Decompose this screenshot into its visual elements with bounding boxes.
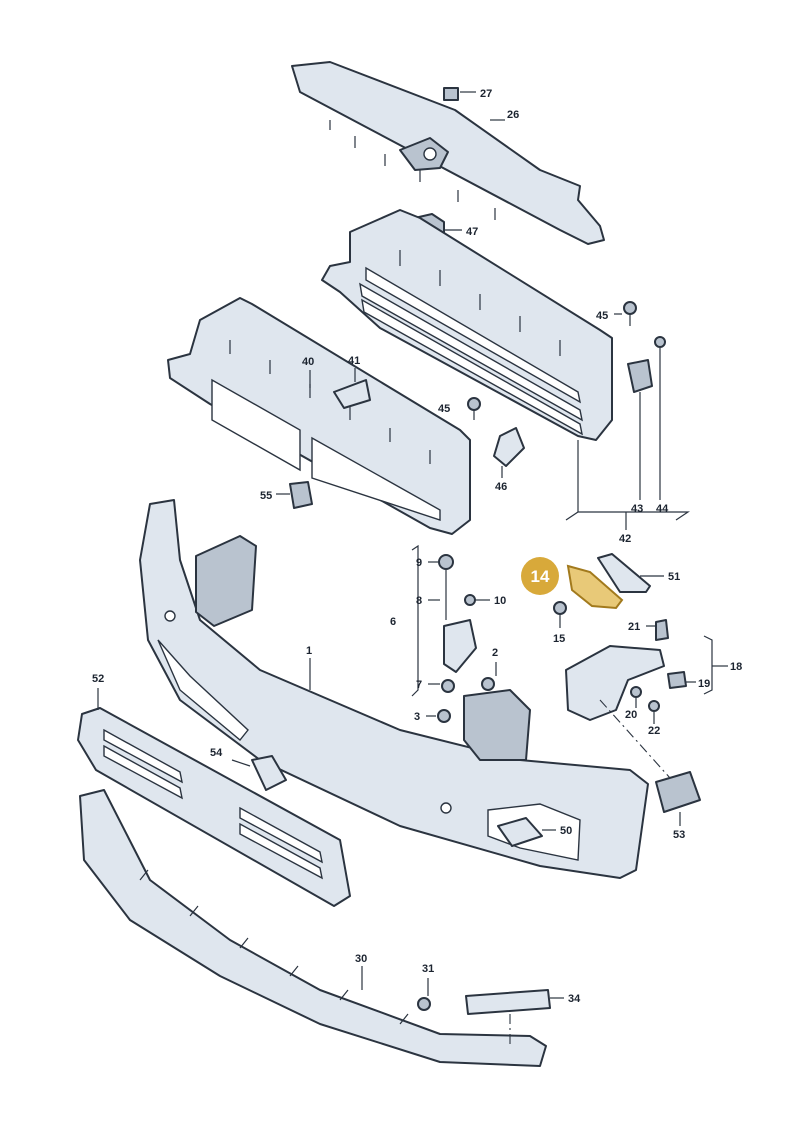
callout-31: 31: [422, 963, 434, 975]
part-15-screw[interactable]: [553, 601, 567, 628]
callout-8: 8: [416, 595, 422, 607]
callout-46: 46: [495, 481, 507, 493]
callout-42: 42: [619, 533, 631, 545]
callout-45-lower: 45: [438, 403, 450, 415]
part-6-mount-assembly[interactable]: [411, 544, 490, 697]
part-46-bracket[interactable]: [493, 427, 525, 478]
callout-18: 18: [730, 661, 742, 673]
part-54-bracket[interactable]: [231, 755, 287, 791]
callout-15: 15: [553, 633, 565, 645]
part-53-module[interactable]: [655, 771, 701, 826]
part-44-screw[interactable]: [654, 336, 666, 500]
callout-10: 10: [494, 595, 506, 607]
callout-43: 43: [631, 503, 643, 515]
part-3-bolt[interactable]: [426, 709, 451, 723]
callout-52: 52: [92, 673, 104, 685]
part-50-bracket[interactable]: [497, 817, 556, 847]
callout-47: 47: [466, 226, 478, 238]
callout-54: 54: [210, 747, 223, 759]
callout-55: 55: [260, 490, 272, 502]
callout-2: 2: [492, 647, 498, 659]
callout-labels: 27 26 47 45 44 40 41 45 46 43 55 42 9 51…: [92, 88, 742, 1005]
callout-19: 19: [698, 678, 710, 690]
part-20-nut[interactable]: [630, 686, 642, 708]
part-31-clip[interactable]: [417, 978, 431, 1011]
part-18-side-bracket[interactable]: [565, 635, 728, 721]
highlight-badge[interactable]: 14: [521, 557, 559, 595]
callout-9: 9: [416, 557, 422, 569]
callout-7: 7: [416, 679, 422, 691]
part-19-clip[interactable]: [667, 671, 696, 689]
callout-1: 1: [306, 645, 312, 657]
part-45-screw-lower[interactable]: [467, 397, 481, 420]
part-27-clip[interactable]: [443, 87, 476, 101]
part-26-air-guide[interactable]: [291, 61, 605, 245]
part-2-bolt[interactable]: [481, 662, 497, 691]
callout-34: 34: [568, 993, 581, 1005]
callout-26: 26: [507, 109, 519, 121]
callout-50: 50: [560, 825, 572, 837]
callout-53: 53: [673, 829, 685, 841]
part-40-grille-frame[interactable]: [167, 297, 471, 535]
part-22-screw[interactable]: [648, 700, 660, 724]
part-45-screw-upper[interactable]: [614, 301, 637, 326]
callout-27: 27: [480, 88, 492, 100]
callout-22: 22: [648, 725, 660, 737]
callout-45: 45: [596, 310, 608, 322]
callout-6: 6: [390, 616, 396, 628]
callout-3: 3: [414, 711, 420, 723]
part-34-bracket[interactable]: [465, 989, 564, 1044]
callout-44: 44: [656, 503, 669, 515]
part-55-cap[interactable]: [276, 481, 313, 509]
callout-41: 41: [348, 355, 360, 367]
callout-51: 51: [668, 571, 680, 583]
callout-30: 30: [355, 953, 367, 965]
callout-20: 20: [625, 709, 637, 721]
part-51-bracket[interactable]: [597, 553, 664, 593]
part-52-lower-grille[interactable]: [77, 688, 351, 907]
part-41-bracket[interactable]: [333, 368, 371, 409]
part-30-energy-absorber[interactable]: [79, 789, 547, 1067]
callout-40: 40: [302, 356, 314, 368]
highlight-label: 14: [531, 567, 550, 586]
part-43-sensor[interactable]: [627, 359, 653, 500]
part-21-clip[interactable]: [646, 619, 669, 641]
part-14-highlighted-bracket[interactable]: [566, 564, 624, 610]
callout-21: 21: [628, 621, 640, 633]
part-42-radiator-frame[interactable]: [321, 209, 613, 441]
